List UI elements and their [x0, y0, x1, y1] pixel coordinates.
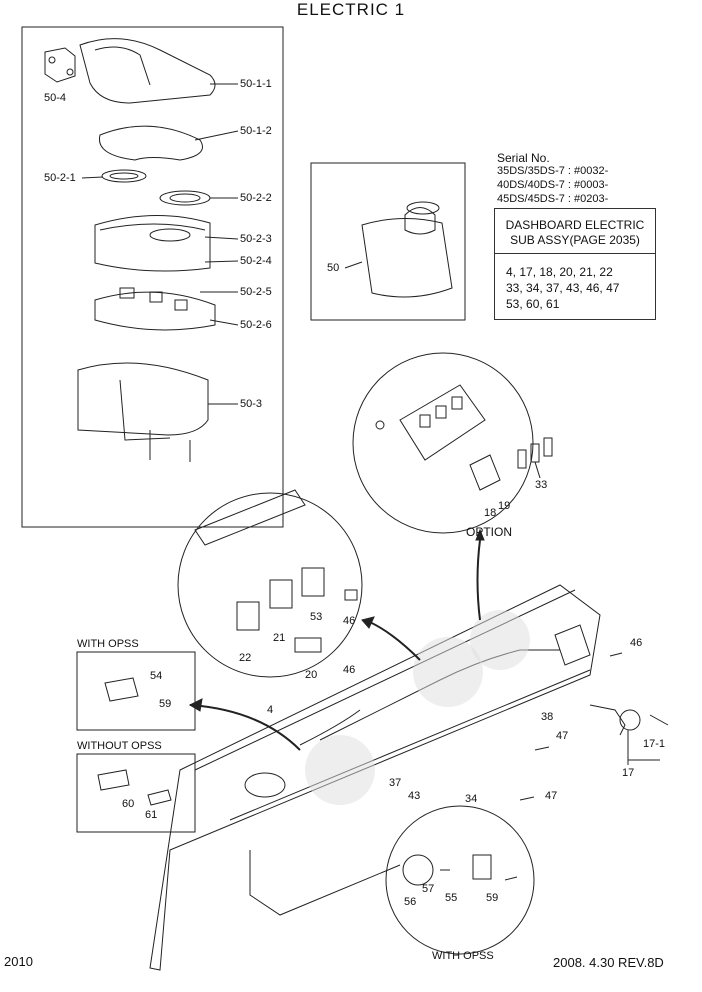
part-label: 60 [122, 798, 135, 810]
part-label: 57 [422, 883, 435, 895]
page-title: ELECTRIC 1 [296, 0, 406, 19]
part-label: 50-2-4 [240, 255, 272, 267]
part-label: 50-1-2 [240, 125, 272, 137]
part-label: 56 [404, 896, 417, 908]
opss-detail-circle [385, 805, 535, 955]
option-detail-circle [352, 352, 534, 534]
part-label: 46 [343, 615, 356, 627]
part-label: 50-2-6 [240, 319, 272, 331]
part-label: 47 [556, 730, 569, 742]
part-label: 50-4 [44, 92, 67, 104]
subassy-line: 33, 34, 37, 43, 46, 47 [506, 281, 620, 295]
part-label: 46 [343, 664, 356, 676]
part-label: 50-2-2 [240, 192, 272, 204]
subassy-line: 53, 60, 61 [506, 297, 560, 311]
part-label: 34 [465, 793, 478, 805]
part-label: 21 [273, 632, 286, 644]
part-label: 47 [545, 790, 558, 802]
cluster-parts-frame [21, 26, 284, 528]
option-label: OPTION [466, 525, 513, 539]
part-label: 55 [445, 892, 458, 904]
part-label: 37 [389, 777, 402, 789]
date-revision: 2008. 4.30 REV.8D [553, 955, 664, 970]
with-opss-box [76, 651, 196, 731]
subassy-divider [495, 253, 655, 254]
part-label: 50-3 [240, 398, 263, 410]
part-label: 59 [159, 698, 172, 710]
relay-detail-circle [177, 492, 363, 678]
part-label: 19 [498, 500, 511, 512]
subassy-title-line2: SUB ASSY(PAGE 2035) [510, 233, 640, 247]
part-label: 20 [305, 669, 318, 681]
serial-line: 40DS/40DS-7 : #0003- [497, 179, 609, 191]
subassy-line: 4, 17, 18, 20, 21, 22 [506, 265, 613, 279]
serial-heading: Serial No. [497, 151, 550, 165]
part-label: 4 [267, 704, 274, 716]
dashboard-cluster-box [310, 162, 466, 321]
part-label: 17-1 [643, 738, 666, 750]
part-label: 18 [484, 507, 497, 519]
part-label: 17 [622, 767, 635, 779]
subassy-title-line1: DASHBOARD ELECTRIC [505, 218, 645, 232]
part-label: 43 [408, 790, 421, 802]
part-label: 50 [327, 262, 340, 274]
part-label: 50-2-1 [44, 172, 76, 184]
with-opss-label: WITH OPSS [77, 638, 139, 650]
part-label: 61 [145, 809, 158, 821]
serial-line: 45DS/45DS-7 : #0203- [497, 193, 609, 205]
part-label: 38 [541, 711, 554, 723]
part-label: 50-1-1 [240, 78, 272, 90]
page-number: 2010 [4, 954, 33, 969]
part-label: 50-2-3 [240, 233, 272, 245]
part-label: 33 [535, 479, 548, 491]
subassy-box: DASHBOARD ELECTRIC SUB ASSY(PAGE 2035) 4… [494, 208, 656, 320]
part-label: 59 [486, 892, 499, 904]
part-label: 22 [239, 652, 252, 664]
without-opss-label: WITHOUT OPSS [77, 740, 162, 752]
serial-line: 35DS/35DS-7 : #0032- [497, 165, 609, 177]
without-opss-box [76, 753, 196, 833]
part-label: 50-2-5 [240, 286, 272, 298]
with-opss-bottom-label: WITH OPSS [432, 950, 494, 962]
part-label: 46 [630, 637, 643, 649]
part-label: 53 [310, 611, 323, 623]
part-label: 54 [150, 670, 163, 682]
